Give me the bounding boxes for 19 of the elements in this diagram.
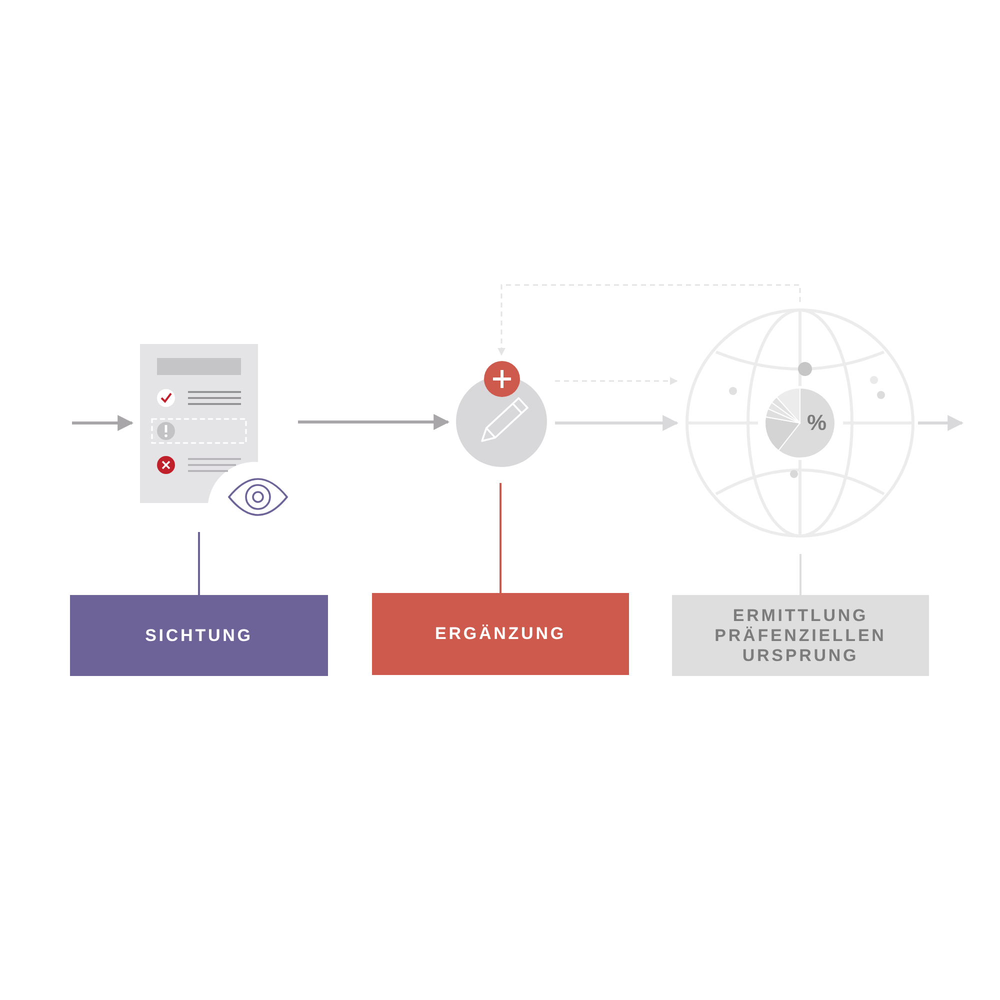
document-illustration [140,344,290,516]
connector-line [500,483,502,593]
arrow [72,415,134,431]
step-box [672,595,929,676]
step-title: ERMITTLUNG PRÄFENZIELLEN URSPRUNG [714,606,888,666]
dashed-arrow [498,284,801,356]
percent-label: % [807,412,827,434]
step-title: SICHTUNG [145,626,253,646]
pencil-circle [456,361,547,467]
step-box [70,595,328,676]
arrow [918,415,964,431]
step-title: ERGÄNZUNG [435,624,566,644]
connector-line [198,532,200,595]
arrow [298,414,450,430]
arrow [555,415,679,431]
globe-illustration [685,308,915,538]
dashed-arrow [555,377,678,385]
connector-line [800,554,802,595]
step-box [372,593,629,675]
